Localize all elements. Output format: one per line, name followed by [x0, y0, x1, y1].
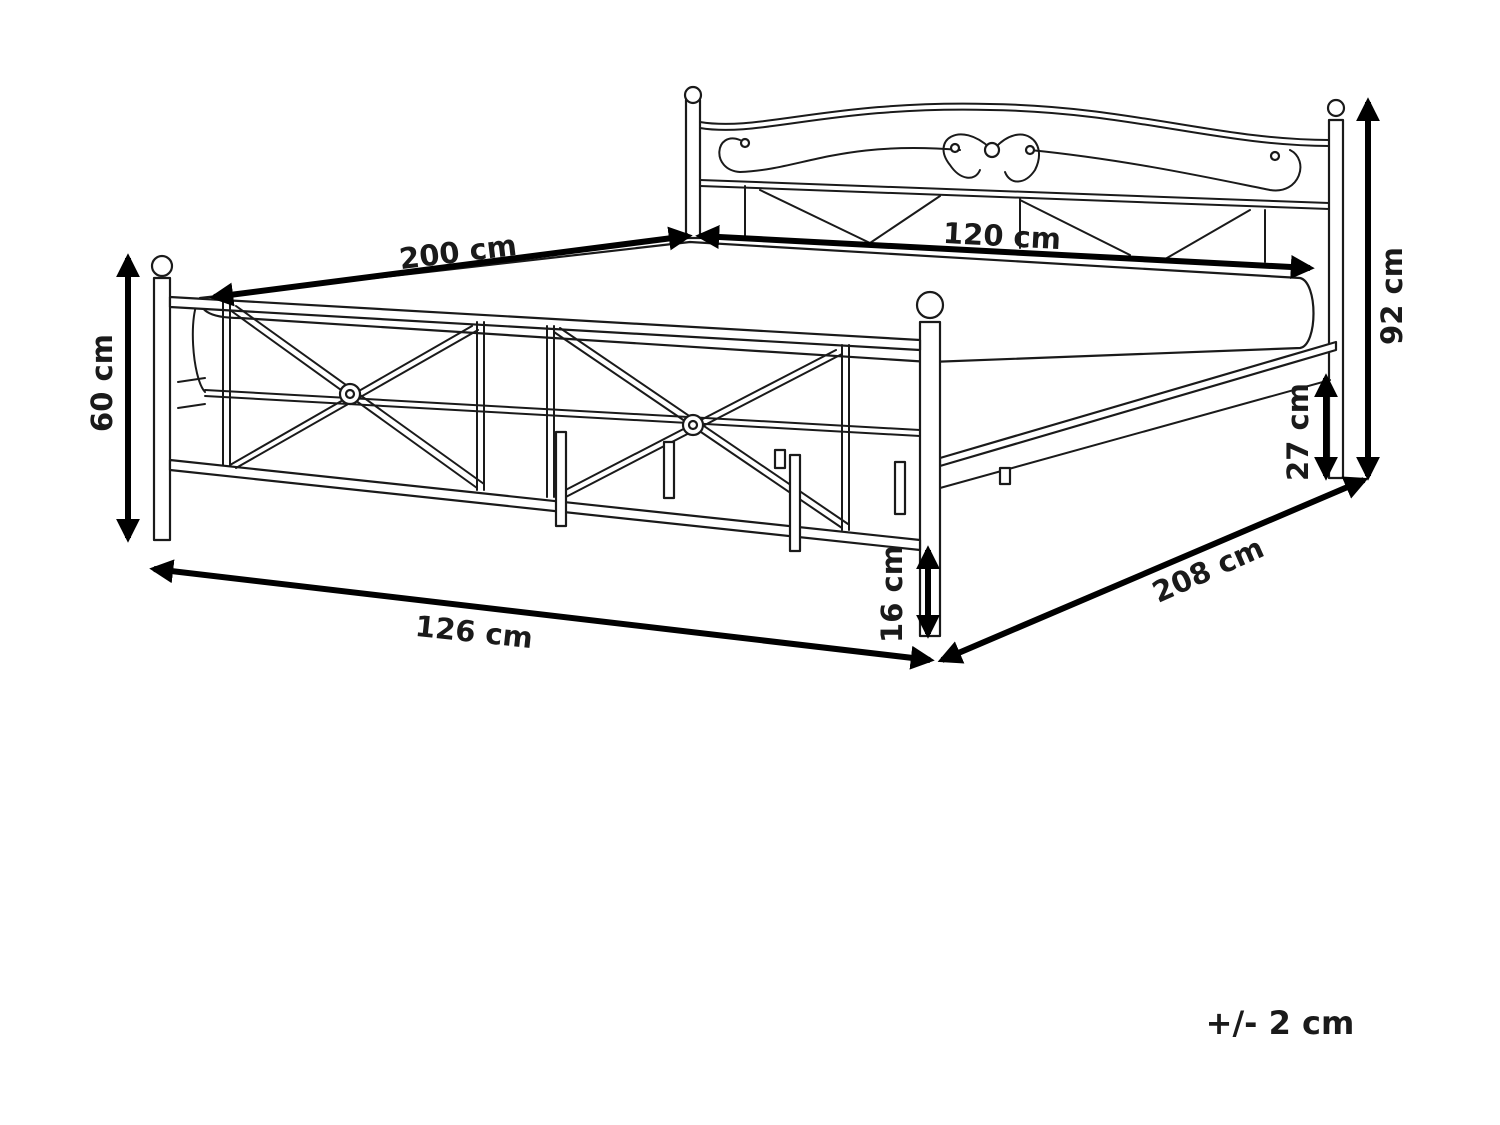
side-rail: [938, 340, 1338, 489]
total-width-label: 126 cm: [414, 609, 535, 655]
total-length-arrow: [937, 476, 1369, 664]
tolerance-note: +/- 2 cm: [1206, 1004, 1355, 1042]
total-length-label: 208 cm: [1147, 530, 1269, 609]
dimension-arrows: [116, 97, 1380, 670]
length-top-arrow: [209, 226, 693, 307]
width-top-arrow: [695, 225, 1315, 279]
total-height-label: 92 cm: [1375, 247, 1409, 345]
footboard: [150, 254, 945, 638]
bed-frame-illustration: [150, 85, 1346, 638]
width-top-label: 120 cm: [942, 216, 1062, 256]
footboard-height-label: 60 cm: [85, 334, 119, 432]
leg-clearance-label: 16 cm: [875, 545, 909, 643]
side-rail-height-label: 27 cm: [1281, 383, 1315, 481]
total-width-arrow: [149, 559, 935, 670]
